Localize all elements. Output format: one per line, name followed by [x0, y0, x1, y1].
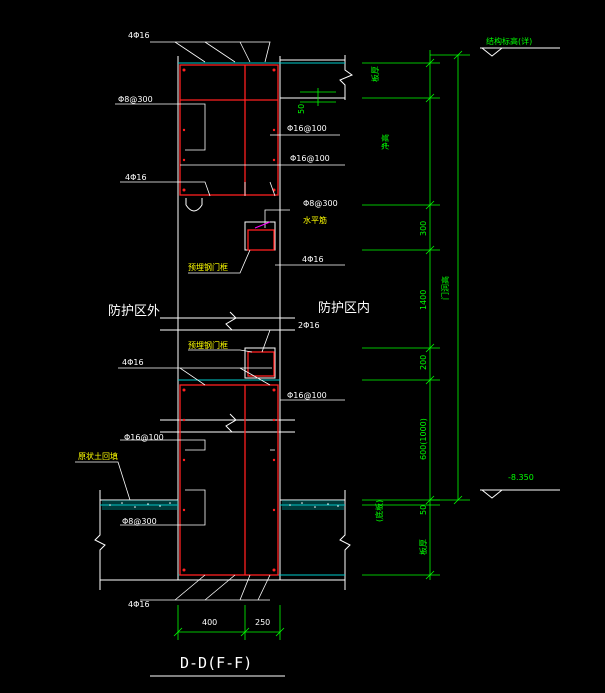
label-phi8-300-top: Φ8@300 — [118, 95, 153, 104]
drawing-title: D-D(F-F) — [180, 654, 252, 672]
label-inside-zone: 防护区内 — [318, 300, 370, 316]
dim-600-1000: 600(1000) — [419, 418, 428, 460]
label-water-stop: 水平筋 — [303, 215, 327, 225]
label-top-4phi16: 4Φ16 — [128, 31, 150, 40]
label-door-frame-upper: 预埋钢门框 — [188, 262, 228, 272]
dim-400: 400 — [202, 618, 217, 627]
wall-outline — [94, 55, 354, 590]
label-right-2phi16: 2Φ16 — [298, 321, 320, 330]
dim-300: 300 — [419, 221, 428, 236]
label-left-4phi16-lower: 4Φ16 — [122, 358, 144, 367]
rebar-cage — [179, 64, 279, 576]
dim-clear-height: 净高 — [380, 134, 390, 150]
label-door-frame-lower: 预埋钢门框 — [188, 340, 228, 350]
dim-250: 250 — [255, 618, 270, 627]
dim-50-top: 50 — [297, 104, 306, 114]
label-phi8-300-mid: Φ8@300 — [303, 199, 338, 208]
label-bottom-level: -8.350 — [508, 473, 534, 482]
rebar-dots — [182, 68, 276, 572]
soil-fill — [102, 500, 344, 510]
dimension-lines — [173, 50, 470, 640]
label-outside-zone: 防护区外 — [108, 303, 160, 319]
dim-1400: 1400 — [419, 290, 428, 310]
label-soil: 原状土回填 — [78, 451, 118, 461]
label-left-4phi16-upper: 4Φ16 — [125, 173, 147, 182]
label-phi16-100-d: Φ16@100 — [124, 433, 164, 442]
leader-lines — [75, 41, 345, 601]
dim-slab-bottom: 板厚 — [418, 539, 428, 555]
dim-opening-height: 门洞高 — [440, 276, 450, 300]
label-right-4phi16: 4Φ16 — [302, 255, 324, 264]
label-phi16-100-b: Φ16@100 — [290, 154, 330, 163]
label-phi16-100-c: Φ16@100 — [287, 391, 327, 400]
label-bottom-4phi16: 4Φ16 — [128, 600, 150, 609]
dim-200: 200 — [419, 355, 428, 370]
dim-50-bottom: 50 — [419, 505, 428, 515]
label-phi8-300-bottom: Φ8@300 — [122, 517, 157, 526]
level-markers — [480, 47, 560, 499]
dim-floor-note: (底板) — [374, 500, 384, 522]
dim-slab-top: 板厚 — [370, 66, 380, 82]
water-stop-mark — [254, 221, 271, 229]
label-top-level: 结构标高(详) — [486, 36, 532, 46]
level-lines — [100, 62, 345, 576]
label-phi16-100-a: Φ16@100 — [287, 124, 327, 133]
